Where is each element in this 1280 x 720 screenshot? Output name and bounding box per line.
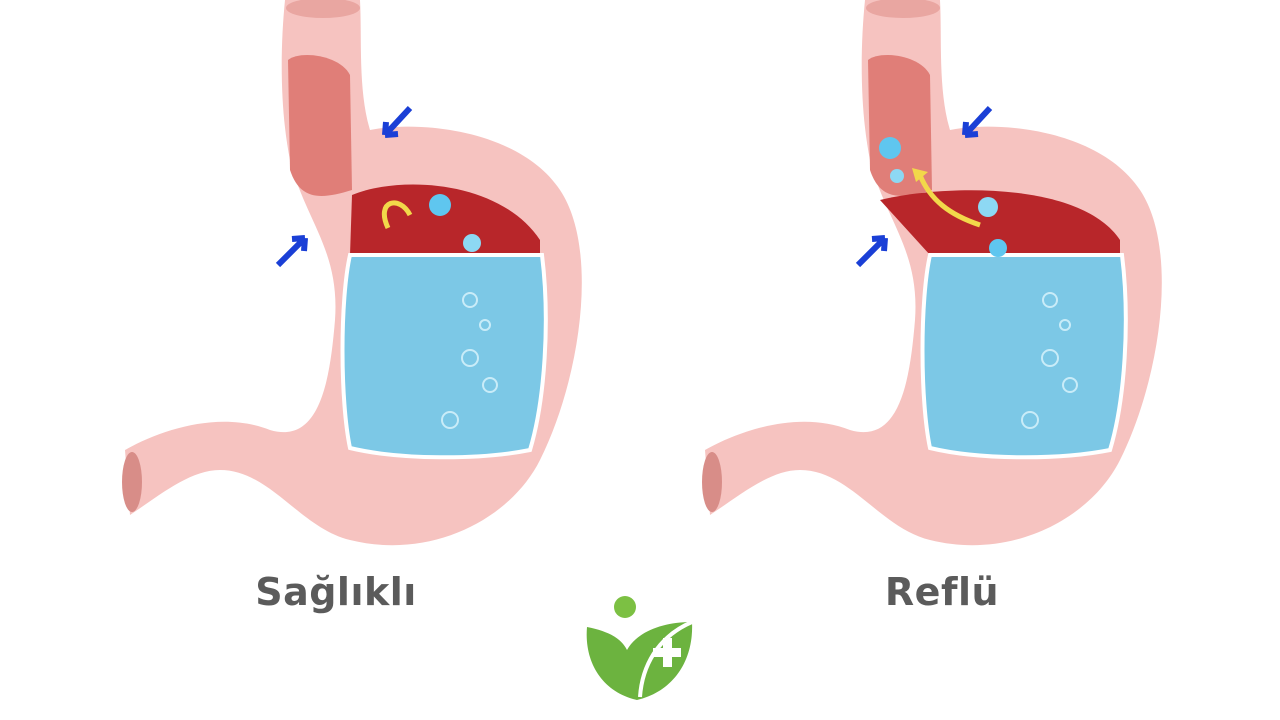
healthy-caption: Sağlıklı (255, 570, 417, 614)
reflux-stomach-illustration (680, 0, 1200, 560)
gastric-acid (920, 253, 1128, 460)
acid-droplet-cluster (429, 194, 451, 216)
acid-droplet (463, 234, 481, 252)
reflux-arrowhead-icon (912, 168, 928, 182)
acid-bubbles (441, 292, 498, 429)
gastric-acid (340, 253, 548, 460)
esophagus-lumen (288, 55, 352, 196)
healthy-stomach-illustration (100, 0, 620, 560)
duodenum-opening (122, 452, 142, 512)
reflux-caption: Reflü (884, 570, 1000, 614)
acid-droplet (978, 197, 998, 217)
esophagus-opening (866, 0, 940, 18)
pressure-arrow-icon (382, 105, 413, 138)
refluxed-acid-droplet (879, 137, 901, 159)
flow-arrow-icon (381, 200, 413, 230)
esophagus-opening (286, 0, 360, 18)
logo-head-icon (614, 596, 636, 618)
esophagus-lumen (868, 55, 932, 196)
duodenum-opening (702, 452, 722, 512)
health-plus-logo (582, 592, 697, 702)
refluxed-acid-droplet (890, 169, 904, 183)
acid-bubbles (1021, 292, 1078, 429)
pressure-arrow-icon (855, 235, 888, 268)
pressure-arrow-icon (962, 105, 993, 138)
stomach-svg (702, 0, 1162, 546)
stomach-svg (122, 0, 582, 546)
reflux-flow-arrow-icon (917, 174, 981, 228)
acid-droplet-cluster (989, 239, 1007, 257)
pressure-arrow-icon (275, 235, 308, 268)
